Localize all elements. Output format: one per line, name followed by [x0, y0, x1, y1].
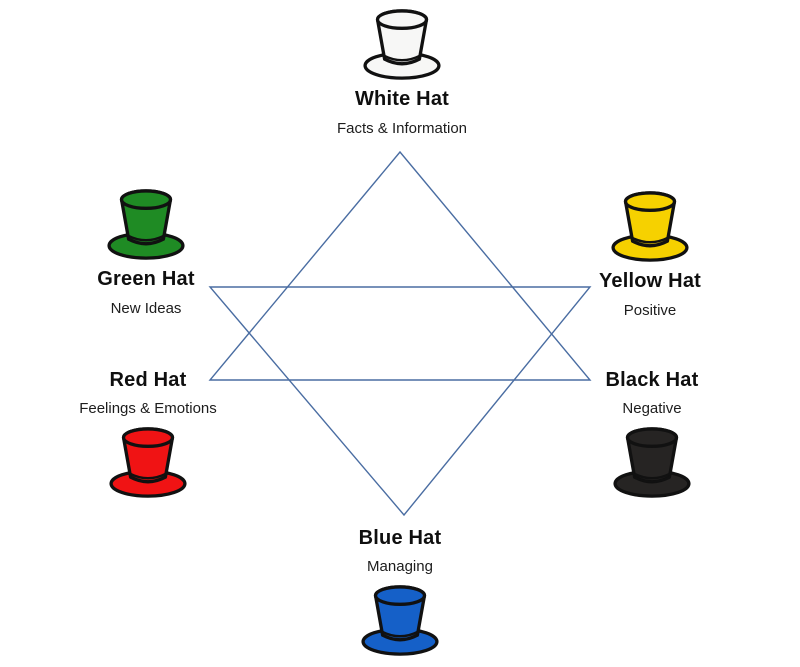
- hat-shape: [611, 191, 689, 262]
- white-hat-icon: [363, 9, 441, 80]
- hat-shape: [363, 9, 441, 80]
- red-hat-label: Red Hat: [109, 369, 187, 391]
- node-white-hat: White Hat Facts & Information: [292, 8, 512, 138]
- black-hat-description: Negative: [622, 400, 682, 417]
- white-hat-description: Facts & Information: [336, 120, 468, 137]
- node-black-hat: Black Hat Negative: [542, 368, 762, 499]
- hat-shape: [109, 427, 187, 498]
- red-hat-icon: [109, 427, 187, 498]
- blue-hat-icon: [361, 585, 439, 656]
- green-hat-icon: [107, 189, 185, 260]
- yellow-hat-icon: [611, 191, 689, 262]
- hat-shape: [361, 585, 439, 656]
- triangle-up-line: [208, 150, 592, 381]
- green-hat-label: Green Hat: [97, 268, 195, 290]
- node-green-hat: Green Hat New Ideas: [36, 188, 256, 318]
- hat-shape: [613, 427, 691, 498]
- node-blue-hat: Blue Hat Managing: [290, 526, 510, 657]
- hat-shape: [107, 189, 185, 260]
- black-hat-icon: [613, 427, 691, 498]
- green-hat-description: New Ideas: [110, 300, 182, 317]
- blue-hat-description: Managing: [367, 558, 433, 575]
- triangle-down-line: [208, 286, 592, 517]
- node-red-hat: Red Hat Feelings & Emotions: [38, 368, 258, 499]
- white-hat-label: White Hat: [354, 88, 450, 110]
- node-yellow-hat: Yellow Hat Positive: [540, 190, 760, 320]
- yellow-hat-label: Yellow Hat: [598, 270, 702, 292]
- blue-hat-label: Blue Hat: [358, 527, 442, 549]
- red-hat-description: Feelings & Emotions: [79, 400, 217, 417]
- black-hat-label: Black Hat: [605, 369, 699, 391]
- yellow-hat-description: Positive: [623, 302, 677, 319]
